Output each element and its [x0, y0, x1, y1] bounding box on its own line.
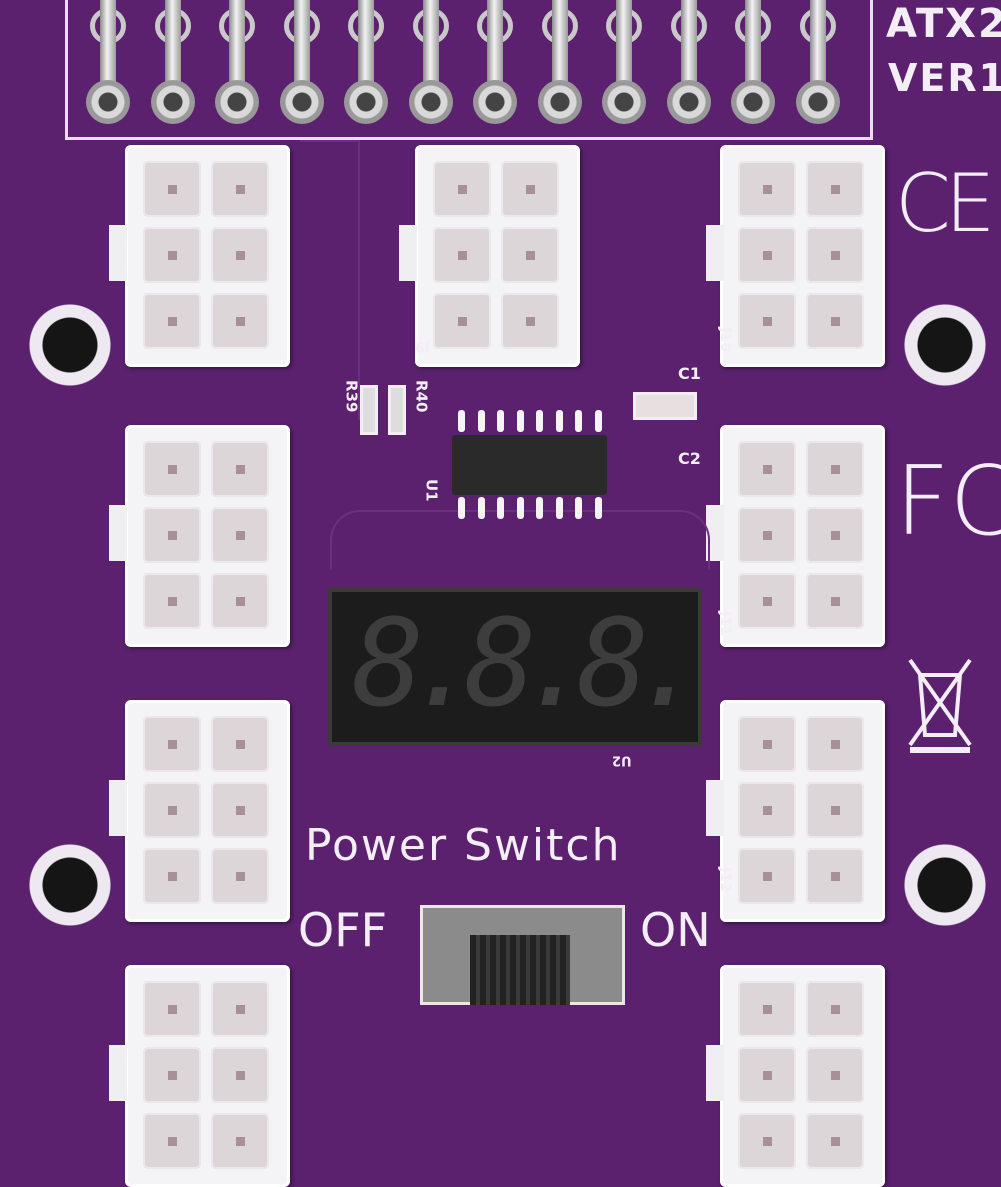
- header-pin: [537, 0, 582, 128]
- power-switch-label: Power Switch: [305, 820, 622, 871]
- r39-label: R39: [342, 380, 361, 413]
- header-pin: [408, 0, 453, 128]
- 6-pin-pcie-connector: [109, 425, 290, 647]
- header-pin: [602, 0, 646, 128]
- 6-pin-pcie-connector: [109, 145, 290, 367]
- r40-resistor: [388, 385, 406, 435]
- ic-pin: [477, 410, 485, 432]
- pcb-trace: [330, 510, 710, 570]
- mounting-hole: [901, 301, 989, 389]
- u1-chip: [452, 435, 607, 495]
- weee-bin-icon: [908, 658, 972, 753]
- ic-pin: [594, 410, 602, 432]
- header-pin: [795, 0, 840, 128]
- 6-pin-pcie-connector: [399, 145, 580, 367]
- ic-pin: [594, 497, 602, 519]
- mounting-hole: [901, 841, 989, 929]
- header-pin: [666, 0, 711, 128]
- atx-header-connector: [65, 0, 873, 140]
- ic-pin: [555, 497, 563, 519]
- ce-logo: CE: [895, 157, 995, 250]
- header-pin: [215, 0, 259, 128]
- power-switch-knob[interactable]: [470, 935, 570, 1005]
- 6-pin-pcie-connector: [706, 145, 885, 367]
- u2-label: U2: [612, 752, 632, 768]
- board-title: ATX2: [886, 1, 1001, 47]
- ic-pin: [458, 410, 465, 432]
- ic-pin: [477, 497, 485, 519]
- header-pin: [473, 0, 517, 128]
- ic-pin: [575, 497, 582, 519]
- fcc-logo: FC: [895, 447, 1001, 557]
- c1-capacitor: [633, 392, 697, 420]
- 6-pin-pcie-connector: [706, 700, 885, 922]
- mounting-hole: [26, 841, 114, 929]
- header-pin: [86, 0, 130, 128]
- header-pin: [731, 0, 775, 128]
- ic-pin: [575, 410, 582, 432]
- mounting-hole: [26, 301, 114, 389]
- on-label: ON: [640, 903, 711, 957]
- pcb-trace: [300, 140, 360, 420]
- seven-segment-display: 8.8.8.: [328, 588, 702, 746]
- r40-label: R40: [412, 380, 431, 413]
- ic-pin: [536, 497, 543, 519]
- r39-resistor: [360, 385, 378, 435]
- ic-pin: [497, 497, 504, 519]
- ic-pin: [516, 410, 524, 432]
- u1-label: U1: [422, 478, 441, 502]
- 6-pin-pcie-connector: [109, 965, 290, 1187]
- j10-label: J10: [717, 327, 734, 353]
- header-pin: [150, 0, 195, 128]
- j12-label: J12: [717, 867, 734, 893]
- header-pin: [279, 0, 324, 128]
- j9-label: J9: [415, 338, 430, 355]
- ic-pin: [536, 410, 543, 432]
- c1-label: C1: [678, 364, 701, 383]
- ic-pin: [497, 410, 504, 432]
- ic-pin: [555, 410, 563, 432]
- ic-pin: [458, 497, 465, 519]
- 6-pin-pcie-connector: [109, 700, 290, 922]
- 6-pin-pcie-connector: [706, 425, 885, 647]
- c2-label: C2: [678, 449, 701, 468]
- j11-label: J11: [717, 611, 734, 637]
- off-label: OFF: [298, 903, 388, 957]
- header-pin: [344, 0, 388, 128]
- board-version: VER1: [888, 56, 1001, 100]
- display-digits: 8.8.8.: [352, 600, 682, 730]
- ic-pin: [516, 497, 524, 519]
- 6-pin-pcie-connector: [706, 965, 885, 1187]
